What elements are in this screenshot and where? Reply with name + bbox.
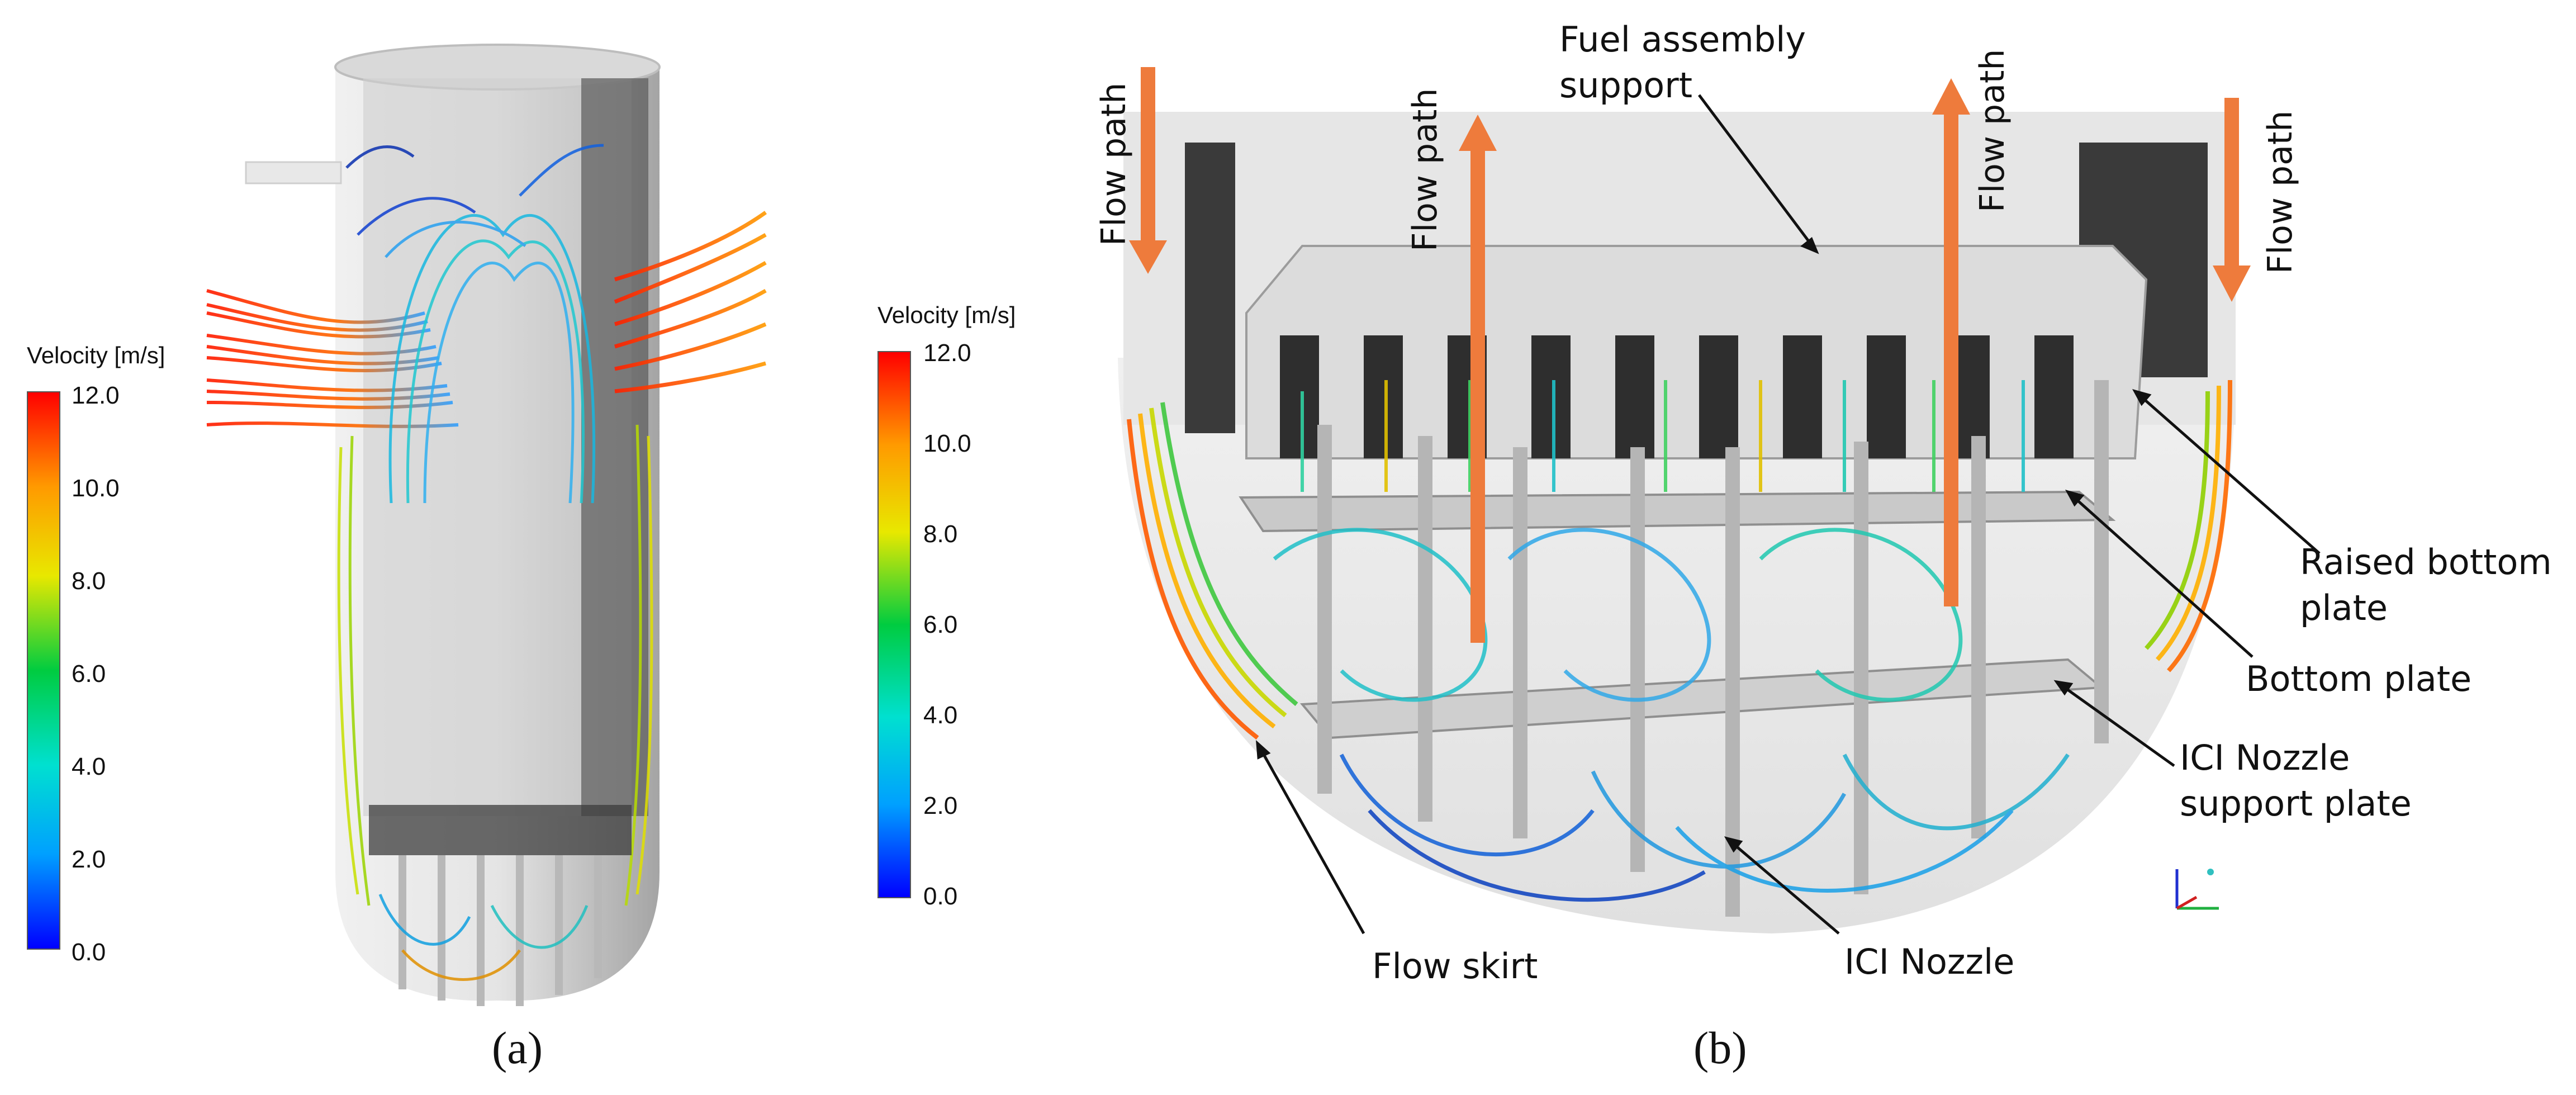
legend-b-colorbar (877, 351, 911, 898)
flow-path-label-3: Flow path (1973, 49, 2012, 212)
legend-a-tick: 6.0 (72, 660, 106, 688)
legend-a-tick: 10.0 (72, 475, 120, 502)
panel-a-vessel (206, 44, 767, 1006)
callout-ici-nozzle: ICI Nozzle (1844, 941, 2015, 982)
legend-b-tick: 12.0 (923, 339, 971, 367)
leader-fuel-assembly-support (1698, 94, 1818, 253)
leader-raised-bottom-plate (2134, 390, 2321, 554)
caption-b: (b) (1693, 1022, 1747, 1073)
legend-a-tick: 8.0 (72, 567, 106, 595)
flow-path-arrow-4 (2213, 98, 2251, 302)
legend-a-tick: 2.0 (72, 846, 106, 873)
callout-bottom-plate: Bottom plate (2246, 658, 2472, 699)
legend-b-tick: 8.0 (923, 520, 958, 548)
axis-triad-icon (2175, 869, 2219, 910)
legend-a-colorbar (27, 391, 60, 950)
leader-ici-support-plate (2056, 680, 2175, 767)
callout-ici-nozzle-support-plate: ICI Nozzle support plate (2180, 737, 2412, 824)
legend-a-title: Velocity [m/s] (27, 342, 165, 368)
legend-b-title: Velocity [m/s] (877, 302, 1016, 328)
legend-b-tick: 6.0 (923, 611, 958, 638)
flow-path-arrow-3 (1932, 78, 1970, 606)
legend-a-tick: 12.0 (72, 382, 120, 409)
legend-b-tick: 0.0 (923, 883, 958, 910)
flow-path-label-2: Flow path (1406, 88, 1445, 252)
legend-b-tick: 4.0 (923, 701, 958, 729)
caption-a: (a) (492, 1022, 543, 1073)
callout-fuel-assembly-support: Fuel assembly support (1559, 19, 1806, 106)
callout-raised-bottom-plate: Raised bottom plate (2300, 542, 2552, 628)
leader-ici-nozzle (1726, 837, 1840, 935)
legend-a-tick: 0.0 (72, 938, 106, 966)
flow-path-arrow-2 (1459, 115, 1497, 643)
legend-a-tick: 4.0 (72, 753, 106, 780)
leader-flow-skirt (1256, 742, 1365, 935)
panel-b-lower-plenum (1118, 67, 2321, 935)
callout-flow-skirt: Flow skirt (1372, 946, 1538, 987)
legend-b-tick: 10.0 (923, 430, 971, 457)
flow-path-label-1: Flow path (1094, 82, 1133, 246)
legend-b-tick: 2.0 (923, 792, 958, 819)
flow-path-arrow-1 (1129, 67, 1167, 274)
leader-bottom-plate (2067, 491, 2254, 658)
flow-path-label-4: Flow path (2261, 110, 2300, 274)
